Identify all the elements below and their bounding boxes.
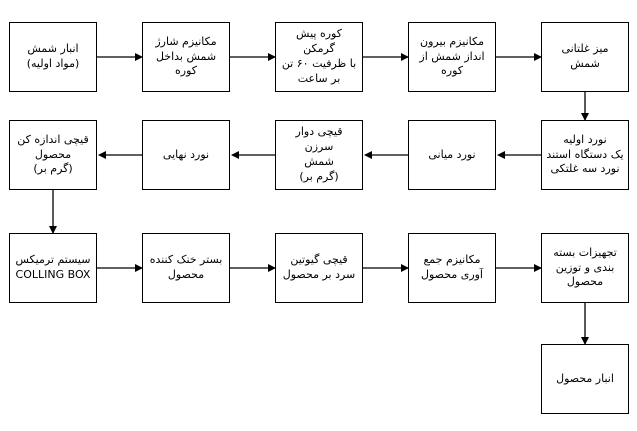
step-roughing-mill: نورد اولیه یک دستگاه استند نورد سه غلتکی: [541, 120, 629, 190]
step-packaging-weighing: تجهیزات بسته بندی و توزین محصول: [541, 233, 629, 303]
step-roller-table: میز غلتانی شمش: [541, 22, 629, 92]
step-label: مکانیزم بیرون انداز شمش از کوره: [419, 34, 485, 78]
step-label: قیچی اندازه کن محصول (گرم بر): [17, 132, 89, 176]
step-label: نورد اولیه یک دستگاه استند نورد سه غلتکی: [546, 132, 624, 176]
step-label: تجهیزات بسته بندی و توزین محصول: [553, 245, 617, 289]
step-label: مکانیزم شارژ شمش بداخل کوره: [155, 34, 217, 78]
step-label: بستر خنک کننده محصول: [149, 253, 223, 281]
step-cold-guillotine-shear: قیچی گیوتین سرد بر محصول: [275, 233, 363, 303]
step-product-storage: انبار محصول: [541, 344, 629, 414]
step-finishing-mill: نورد نهایی: [142, 120, 230, 190]
step-label: انبار محصول: [556, 371, 614, 385]
step-label: کوره پیش گرمکن با ظرفیت ۶۰ تن بر ساعت: [281, 27, 357, 85]
step-cooling-bed: بستر خنک کننده محصول: [142, 233, 230, 303]
step-label: سیستم ترمیکس COLLING BOX: [15, 253, 91, 281]
step-thermex-cooling-box: سیستم ترمیکس COLLING BOX: [9, 233, 97, 303]
step-product-collection: مکانیزم جمع آوری محصول: [408, 233, 496, 303]
step-label: نورد نهایی: [162, 147, 210, 161]
step-label: میز غلتانی شمش: [561, 42, 609, 70]
step-label: مکانیزم جمع آوری محصول: [421, 253, 483, 281]
step-rotary-crop-shear: قیچی دوار سرزن شمش (گرم بر): [275, 120, 363, 190]
step-ingot-discharge: مکانیزم بیرون انداز شمش از کوره: [408, 22, 496, 92]
step-label: قیچی گیوتین سرد بر محصول: [282, 253, 356, 281]
step-label: قیچی دوار سرزن شمش (گرم بر): [295, 125, 343, 183]
step-label: نورد میانی: [428, 147, 476, 161]
step-label: انبار شمش (مواد اولیه): [26, 42, 80, 70]
step-raw-ingot-storage: انبار شمش (مواد اولیه): [9, 22, 97, 92]
step-ingot-charging: مکانیزم شارژ شمش بداخل کوره: [142, 22, 230, 92]
step-intermediate-mill: نورد میانی: [408, 120, 496, 190]
step-preheating-furnace: کوره پیش گرمکن با ظرفیت ۶۰ تن بر ساعت: [275, 22, 363, 92]
step-dividing-shear: قیچی اندازه کن محصول (گرم بر): [9, 120, 97, 190]
